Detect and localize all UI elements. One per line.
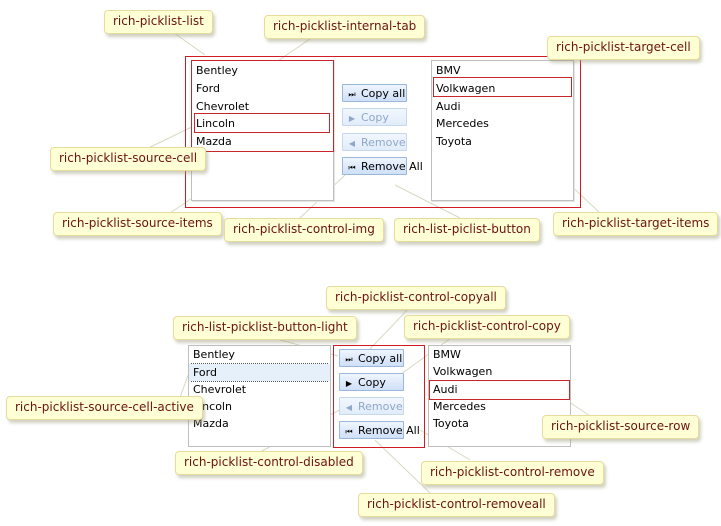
picklist1-outer-frame [185, 56, 581, 208]
callout-control-copy: rich-picklist-control-copy [404, 315, 570, 339]
picklist2-source-list[interactable]: Bentley Ford Chevrolet Lincoln Mazda [188, 345, 331, 447]
list-item[interactable]: Volkwagen [436, 82, 496, 95]
copy-all-icon: ⏭ [348, 90, 356, 99]
active-row-top-border [191, 363, 328, 364]
callout-control-removeall: rich-picklist-control-removeall [358, 493, 555, 517]
list-item[interactable]: Chevrolet [193, 383, 247, 396]
callout-target-items: rich-picklist-target-items [553, 212, 719, 236]
callout-source-row: rich-picklist-source-row [542, 415, 700, 439]
list-item[interactable]: Bentley [193, 348, 235, 361]
list-item[interactable]: Chevrolet [196, 100, 250, 113]
picklist2-source-row-frame [429, 380, 570, 400]
remove-all-button[interactable]: ⏮Remove All [339, 421, 420, 439]
picklist1-source-list[interactable]: Bentley Ford Chevrolet Lincoln Mazda [191, 60, 334, 201]
source-cell-active-bg [189, 364, 330, 381]
callout-internal-tab: rich-picklist-internal-tab [264, 15, 426, 39]
list-item[interactable]: BMW [433, 348, 461, 361]
list-item[interactable]: BMV [436, 64, 461, 77]
picklist1-target-list[interactable]: BMV Volkwagen Audi Mercedes Toyota [431, 60, 574, 201]
callout-control-disabled: rich-picklist-control-disabled [175, 451, 363, 475]
list-item[interactable]: Audi [436, 100, 461, 113]
copy-icon: ▶ [348, 114, 356, 123]
list-item[interactable]: Mazda [196, 135, 232, 148]
callout-list-button: rich-list-piclist-button [394, 218, 540, 242]
callout-control-copyall: rich-picklist-control-copyall [326, 286, 506, 310]
remove-all-icon: ⏮ [348, 163, 356, 172]
copy-button[interactable]: ▶Copy [339, 373, 404, 391]
list-item[interactable]: Ford [193, 366, 217, 379]
list-item[interactable]: Mercedes [433, 400, 486, 413]
callout-button-light: rich-list-picklist-button-light [173, 316, 357, 340]
list-item[interactable]: Ford [196, 82, 220, 95]
copy-all-button[interactable]: ⏭Copy all [339, 349, 404, 367]
list-item[interactable]: Bentley [196, 64, 238, 77]
callout-control-img: rich-picklist-control-img [224, 218, 384, 242]
active-row-bottom-border [191, 381, 328, 382]
picklist2-controls-frame [333, 345, 425, 448]
list-item[interactable]: Mercedes [436, 117, 489, 130]
remove-button[interactable]: ◀Remove [342, 133, 407, 151]
callout-source-items: rich-picklist-source-items [53, 212, 222, 236]
copy-button[interactable]: ▶Copy [342, 108, 407, 126]
remove-button[interactable]: ◀Remove [339, 397, 404, 415]
remove-icon: ◀ [345, 403, 353, 412]
list-item[interactable]: Toyota [433, 417, 469, 430]
list-item[interactable]: Mazda [193, 417, 229, 430]
remove-icon: ◀ [348, 139, 356, 148]
list-item[interactable]: Lincoln [196, 117, 235, 130]
remove-all-button[interactable]: ⏮Remove All [342, 157, 423, 175]
picklist1-internal-tab-frame [191, 60, 334, 152]
copy-all-icon: ⏭ [345, 355, 353, 364]
callout-picklist-list: rich-picklist-list [104, 10, 213, 34]
copy-all-button[interactable]: ⏭Copy all [342, 84, 407, 102]
callout-control-remove: rich-picklist-control-remove [421, 461, 604, 485]
list-item[interactable]: Audi [433, 383, 458, 396]
callout-source-cell: rich-picklist-source-cell [50, 147, 207, 171]
list-item[interactable]: Toyota [436, 135, 472, 148]
picklist1-source-cell-frame [194, 113, 330, 133]
list-item[interactable]: Volkwagen [433, 365, 493, 378]
callout-target-cell: rich-picklist-target-cell [547, 36, 700, 60]
copy-icon: ▶ [345, 379, 353, 388]
remove-all-icon: ⏮ [345, 427, 353, 436]
picklist1-target-cell-frame [433, 77, 572, 97]
callout-source-cell-active: rich-picklist-source-cell-active [6, 396, 203, 420]
